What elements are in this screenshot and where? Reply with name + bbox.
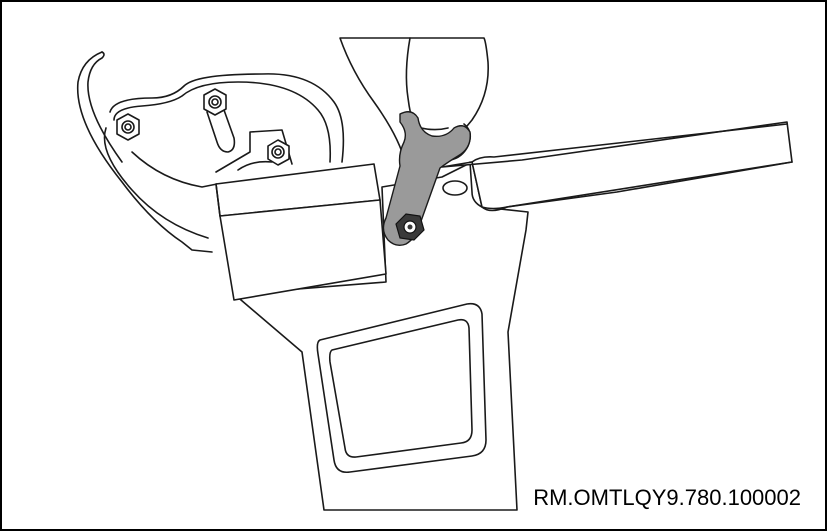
bolt-icon — [395, 213, 425, 241]
lower-cover-panel — [233, 161, 529, 511]
reference-code: RM.OMTLQY9.780.100002 — [533, 485, 801, 510]
bracket-nut-right — [267, 139, 290, 166]
frame-member — [441, 121, 793, 212]
mounting-hole — [442, 180, 468, 196]
upper-bracket — [76, 51, 345, 253]
bracket-nut-center — [203, 88, 227, 116]
wrench-icon — [382, 111, 471, 247]
bracket-nut-left — [116, 113, 140, 141]
battery-box — [215, 163, 387, 301]
